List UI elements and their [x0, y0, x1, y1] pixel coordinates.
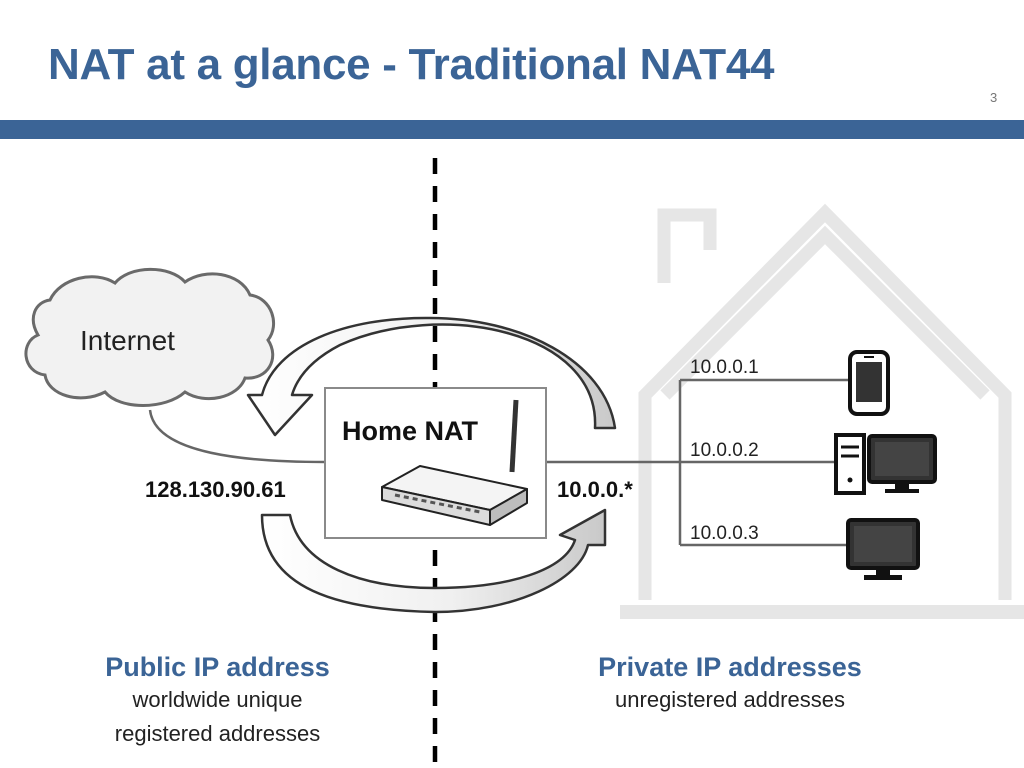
router-icon [381, 399, 528, 526]
private-subnet-label: 10.0.0.* [557, 477, 633, 502]
private-ip-subline: unregistered addresses [615, 687, 845, 712]
nat-label: Home NAT [342, 416, 479, 446]
host-ip-label: 10.0.0.1 [690, 357, 759, 378]
outbound-arrow-icon [246, 316, 617, 437]
internet-link-line [148, 409, 326, 464]
private-ip-caption: Private IP addresses unregistered addres… [560, 651, 900, 717]
private-ip-heading: Private IP addresses [598, 652, 862, 682]
public-ip-heading: Public IP address [105, 652, 330, 682]
title-underline-bar [0, 120, 1024, 139]
public-ip-label: 128.130.90.61 [145, 477, 286, 502]
public-ip-caption: Public IP address worldwide unique regis… [60, 651, 375, 751]
desktop-computer-icon [834, 433, 937, 495]
monitor-icon [846, 518, 920, 580]
host-ip-label: 10.0.0.3 [690, 523, 759, 544]
cloud-label: Internet [80, 325, 175, 356]
smartphone-icon [848, 350, 890, 416]
slide-title: NAT at a glance - Traditional NAT44 [48, 40, 775, 89]
inbound-arrow-icon [260, 508, 607, 614]
page-number: 3 [990, 90, 998, 105]
host-ip-label: 10.0.0.2 [690, 440, 759, 461]
public-ip-subline: registered addresses [114, 721, 321, 746]
public-ip-subline: worldwide unique [132, 687, 303, 712]
house-icon [638, 203, 1012, 600]
lan-wiring [546, 378, 850, 547]
internet-cloud-icon [24, 267, 276, 407]
